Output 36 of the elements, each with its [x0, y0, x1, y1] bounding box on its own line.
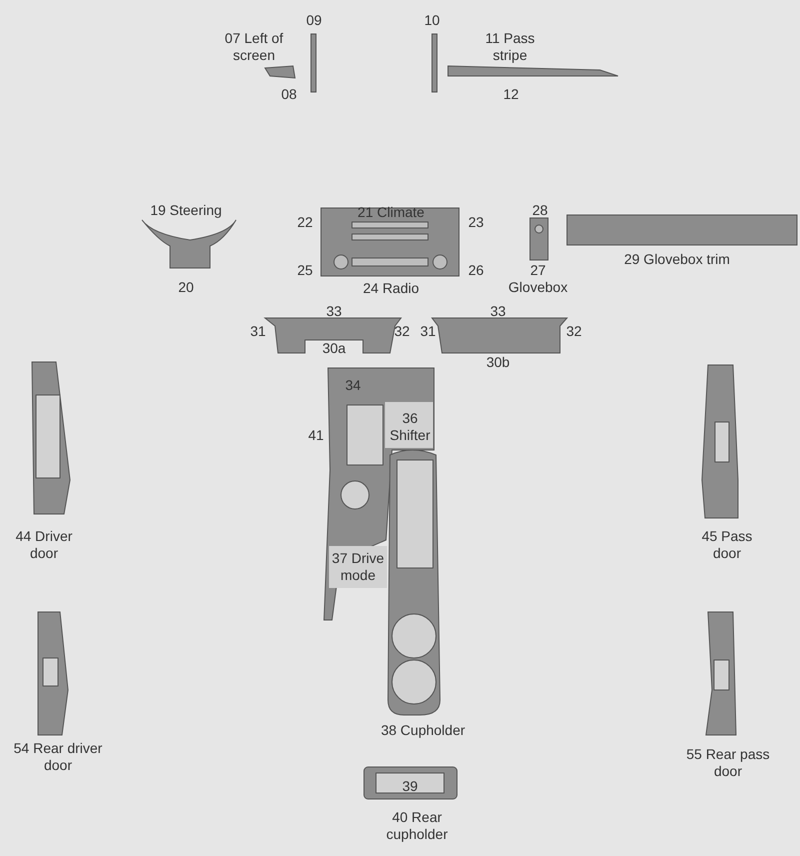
part-label: 29 Glovebox trim: [624, 251, 730, 268]
part-label: 08: [281, 86, 297, 103]
part-label: 26: [468, 262, 484, 279]
part-label: 11 Pass stripe: [484, 30, 536, 64]
part-label: 30a: [322, 340, 346, 357]
part-label: 32: [394, 323, 410, 340]
part-label: 41: [308, 427, 324, 444]
part-label: 55 Rear pass door: [685, 746, 771, 780]
part-label: 31: [420, 323, 436, 340]
part-label: 38 Cupholder: [380, 722, 466, 739]
part-label: 22: [297, 214, 313, 231]
part-label: 32: [566, 323, 582, 340]
part-label: 30b: [486, 354, 510, 371]
part-label: 28: [532, 202, 548, 219]
part-label: 36 Shifter: [388, 410, 432, 444]
part-label: 12: [503, 86, 519, 103]
part-label: 40 Rear cupholder: [385, 809, 449, 843]
part-label: 34: [345, 377, 361, 394]
part-label: 21 Climate: [358, 204, 424, 221]
part-label: 39: [402, 778, 418, 795]
part-label: 07 Left of screen: [224, 30, 284, 64]
part-label: 33: [490, 303, 506, 320]
part-label: 45 Pass door: [700, 528, 754, 562]
part-label: 19 Steering: [149, 202, 223, 219]
part-label: 27 Glovebox: [507, 262, 569, 296]
part-label: 54 Rear driver door: [12, 740, 104, 774]
part-label: 33: [326, 303, 342, 320]
part-label: 24 Radio: [362, 280, 420, 297]
part-label: 23: [468, 214, 484, 231]
part-label: 44 Driver door: [14, 528, 74, 562]
part-label: 31: [250, 323, 266, 340]
part-label: 37 Drive mode: [331, 550, 385, 584]
part-label: 10: [424, 12, 440, 29]
part-label: 20: [178, 279, 194, 296]
part-label: 25: [297, 262, 313, 279]
part-label: 09: [306, 12, 322, 29]
